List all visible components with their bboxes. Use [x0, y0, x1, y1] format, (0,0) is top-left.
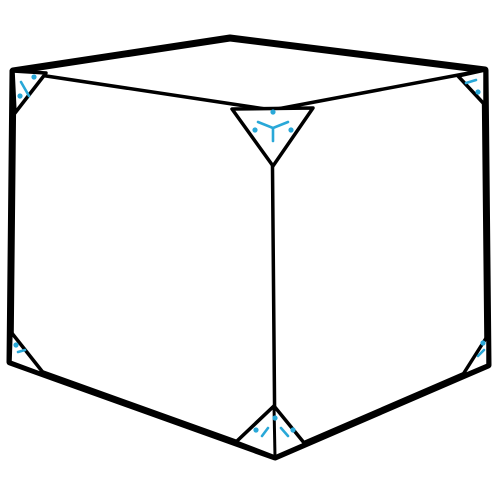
bottom-front-facet-dot-top — [272, 415, 278, 421]
bottom-right-facet-dot — [480, 340, 486, 346]
accent-marks — [13, 74, 486, 438]
top-right-corner-facet — [456, 68, 487, 107]
top-left-facet-dot-b — [17, 93, 23, 99]
front-facet-y-left — [256, 120, 275, 130]
top-right-facet-tick — [464, 78, 478, 85]
front-facet-dot-left — [252, 127, 258, 133]
bottom-front-facet-dot-right — [290, 427, 296, 433]
top-left-facet-tick — [19, 80, 31, 98]
top-left-edge — [11, 69, 274, 112]
top-left-facet-dot-a — [31, 74, 37, 80]
left-face — [10, 71, 275, 457]
bottom-left-facet-tick — [16, 348, 27, 354]
bottom-left-corner-facet — [8, 330, 47, 377]
bottom-right-corner-facet — [460, 333, 490, 378]
bottom-left-facet-dot — [13, 342, 19, 348]
bottom-right-facet-tick — [476, 348, 486, 358]
right-face — [272, 70, 488, 457]
top-right-edge — [270, 68, 487, 112]
front-facet-dot-right — [288, 127, 294, 133]
top-right-facet-dot — [475, 89, 481, 95]
bottom-front-facet-divider — [272, 405, 277, 458]
front-facet-dot-top — [270, 109, 276, 115]
bottom-front-facet-tick-right — [279, 426, 290, 438]
front-facet-y-right — [271, 120, 290, 130]
front-vertical-edge — [270, 108, 277, 459]
bottom-front-facet-dot-left — [253, 427, 259, 433]
bottom-front-facet-tick-left — [260, 426, 270, 438]
